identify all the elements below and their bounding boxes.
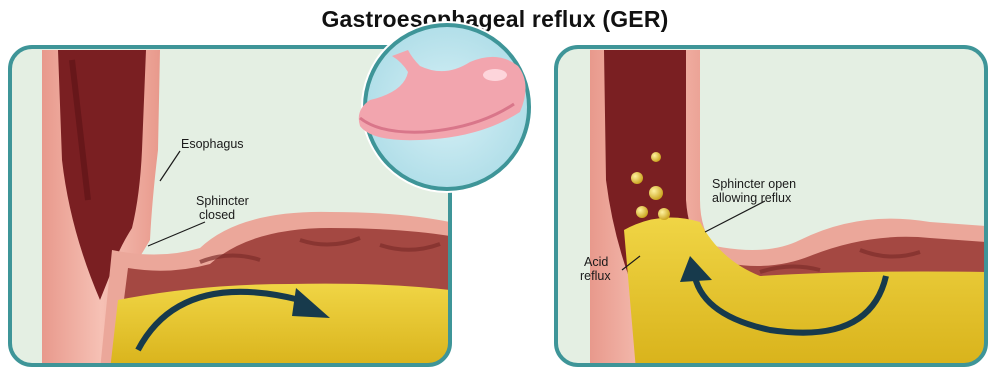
sphincter-label-line1: Sphincter	[196, 194, 249, 208]
right-panel-sphincter-open	[556, 47, 986, 370]
acid-reflux-label-line2: reflux	[580, 269, 611, 283]
sphincter-open-label-line2: allowing reflux	[712, 191, 792, 205]
acid-reflux-label-line1: Acid	[584, 255, 608, 269]
sphincter-open-label-line1: Sphincter open	[712, 177, 796, 191]
esophagus-label: Esophagus	[181, 137, 244, 151]
sphincter-label-line2: closed	[199, 208, 235, 222]
